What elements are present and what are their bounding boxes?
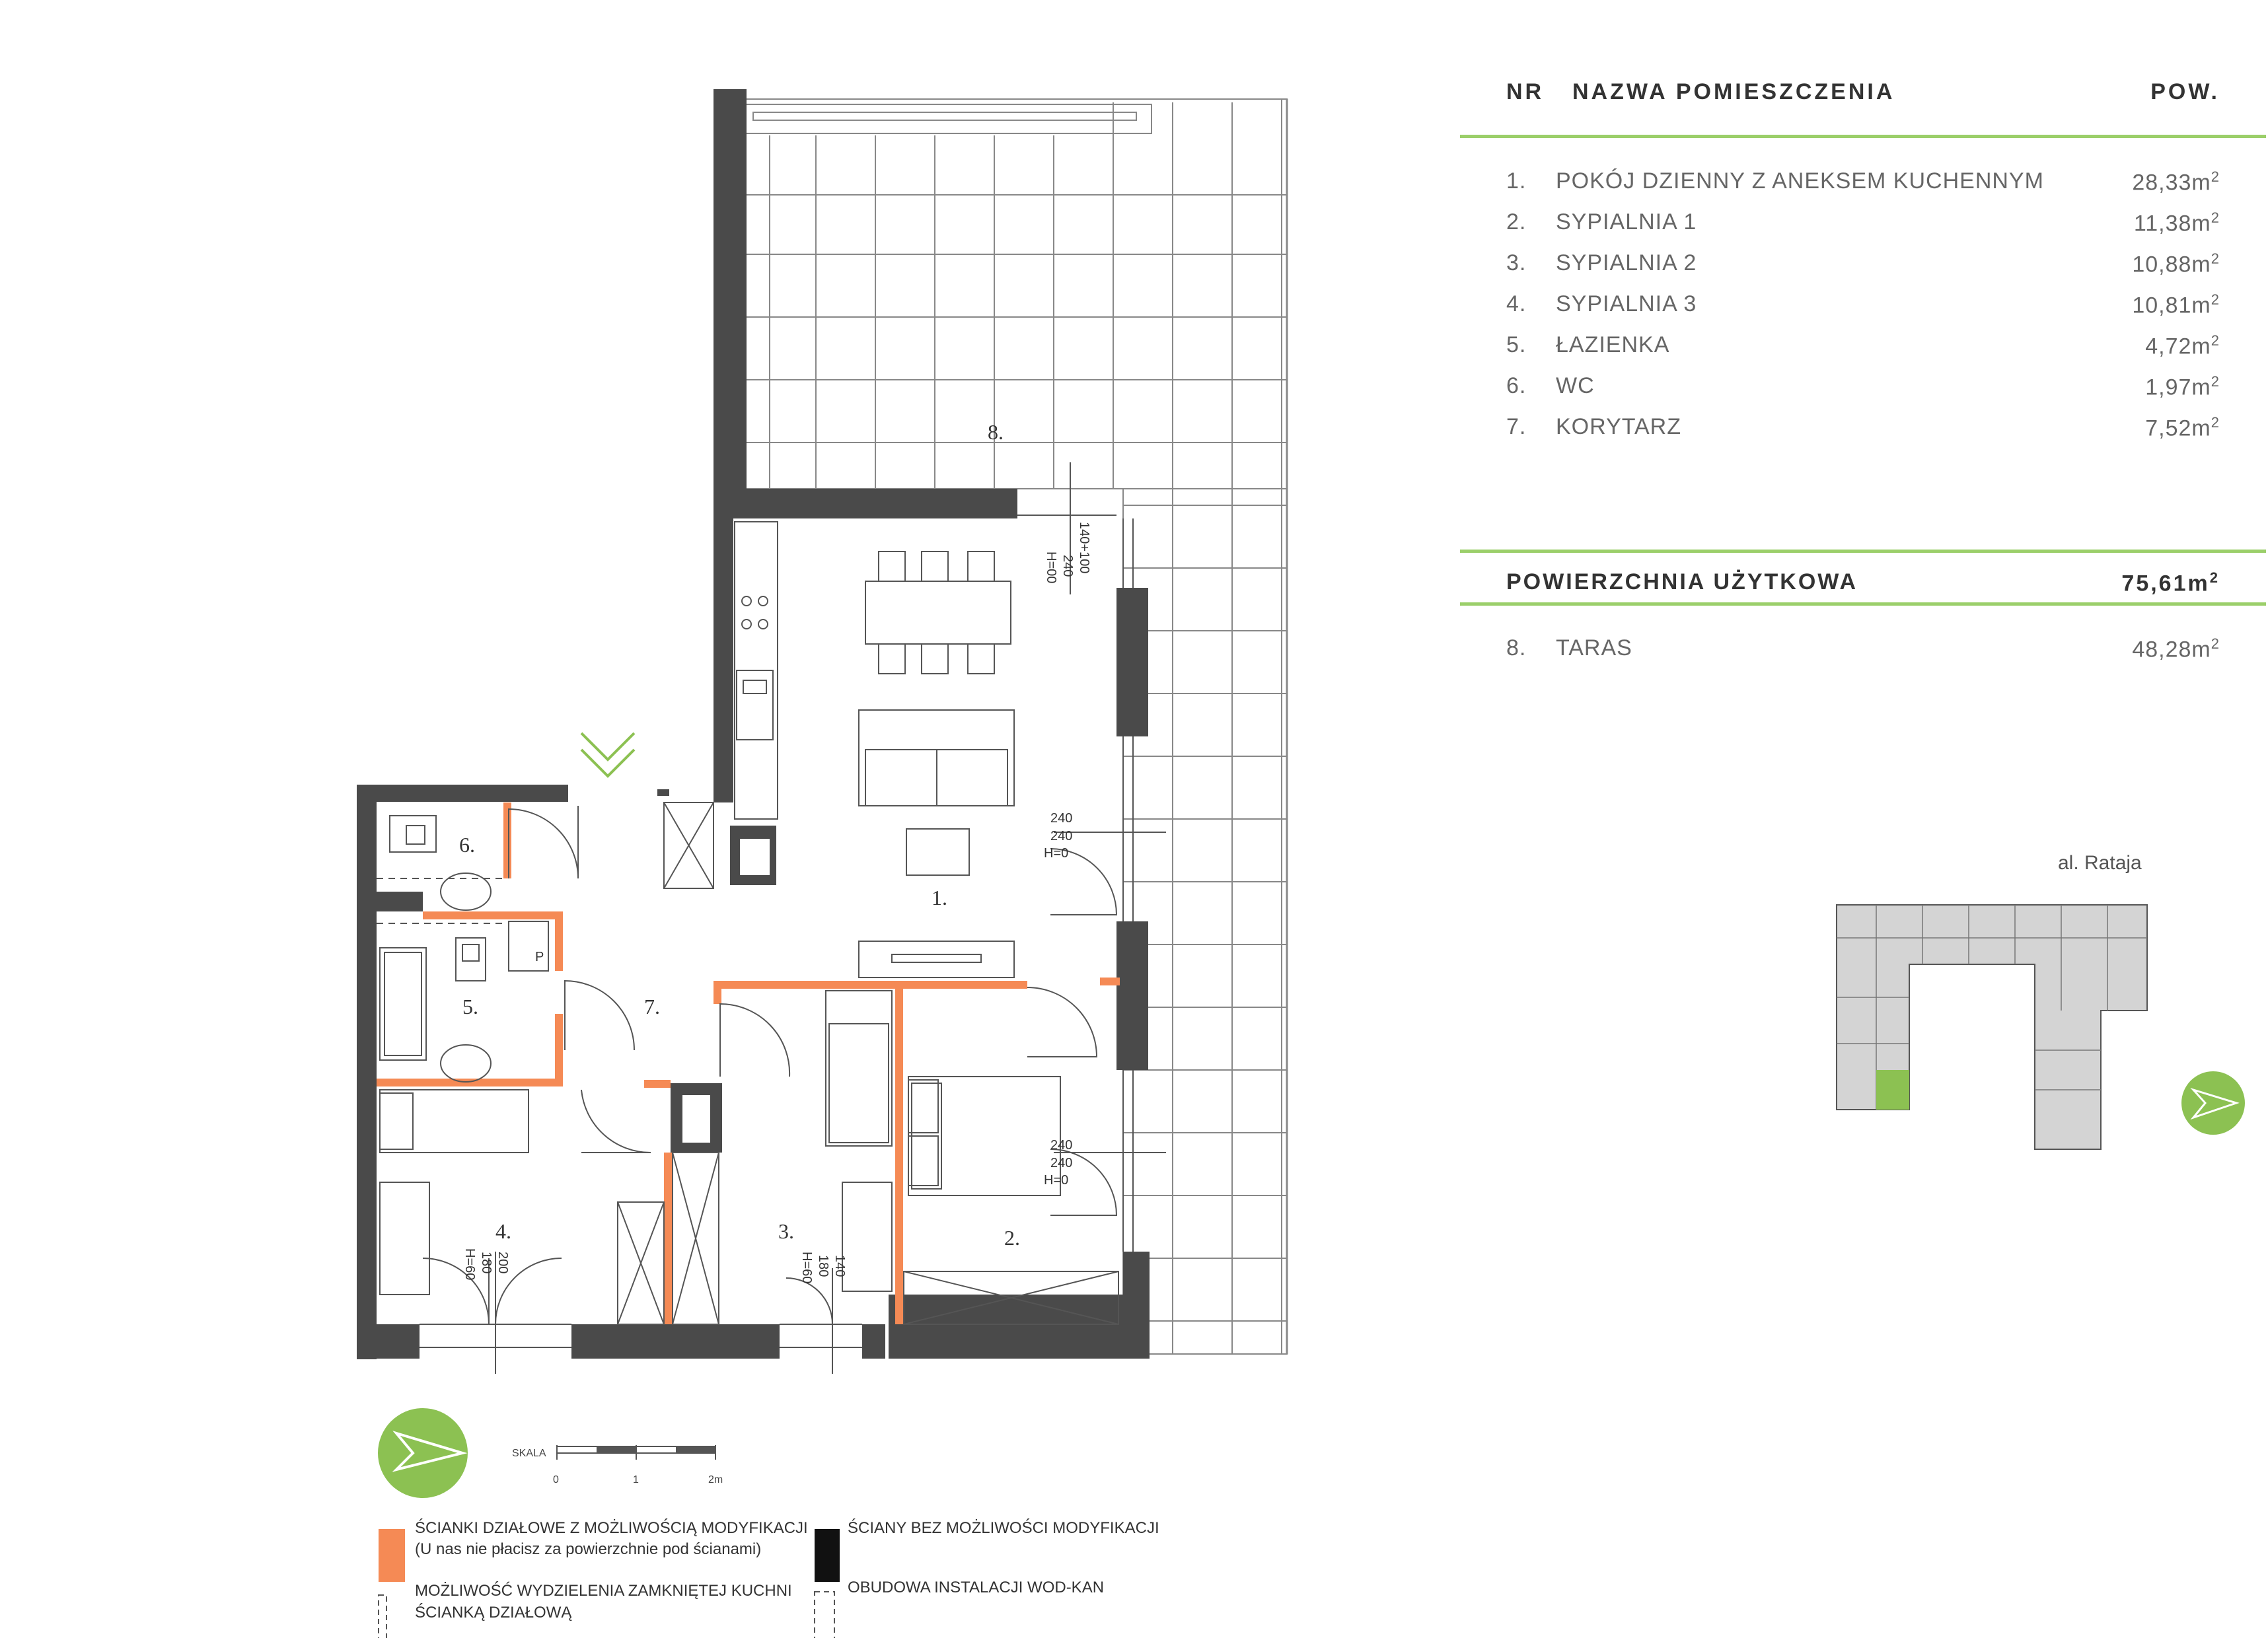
scale-tick-1: 1: [633, 1474, 639, 1485]
col-area: POW.: [2150, 79, 2220, 104]
table-row: 1. POKÓJ DZIENNY Z ANEKSEM KUCHENNYM 28,…: [1506, 168, 2220, 196]
table-row: 4. SYPIALNIA 3 10,81m2: [1506, 291, 2220, 318]
room-label-6: 6.: [459, 833, 475, 857]
window-dim-w3-a: 140+100: [1077, 522, 1091, 573]
header-divider: [1460, 135, 2266, 138]
col-name: NAZWA POMIESZCZENIA: [1572, 79, 1895, 104]
window-dim-w2-b: 240: [1050, 1156, 1072, 1170]
table-header: NR NAZWA POMIESZCZENIA POW.: [1460, 79, 2220, 119]
legend-black-text: ŚCIANY BEZ MOŻLIWOŚCI MODYFIKACJI: [848, 1519, 1159, 1537]
apartment-highlight: [1876, 1070, 1909, 1110]
scale-bar: [556, 1445, 716, 1460]
window-dim-w5-a: 140: [832, 1255, 847, 1277]
room-label-1: 1.: [932, 886, 947, 909]
room-label-5: 5.: [462, 995, 478, 1018]
table-row: 7. KORYTARZ 7,52m2: [1506, 414, 2220, 441]
legend-dashed-swatch: [378, 1594, 387, 1638]
legend-orange-swatch: [379, 1529, 405, 1582]
window-dim-w2-c: H=0: [1044, 1173, 1068, 1188]
window-dim-w1-b: 240: [1050, 829, 1072, 843]
window-dim-w3-b: 240: [1060, 555, 1075, 577]
window-dim-w1-a: 240: [1050, 811, 1072, 826]
window-dim-w4-a: 200: [495, 1252, 510, 1273]
window-dim-w3-c: H=00: [1044, 552, 1058, 583]
north-arrow-icon: [378, 1408, 468, 1498]
table-row: 6. WC 1,97m2: [1506, 373, 2220, 400]
floor-plan: 1. 2. 3. 4. 5. 6. 7. 8. P 240 240 H=0 24…: [357, 89, 1288, 1638]
key-plan: [1836, 904, 2148, 1150]
room-label-8: 8.: [988, 420, 1004, 444]
window-dim-w5-c: H=60: [799, 1252, 814, 1283]
room-label-4: 4.: [495, 1219, 511, 1243]
legend-dashed-text-1: MOŻLIWOŚĆ WYDZIELENIA ZAMKNIĘTEJ KUCHNI: [415, 1582, 792, 1600]
window-dim-w5-b: 180: [816, 1255, 830, 1277]
legend-wodkan-swatch: [814, 1591, 835, 1638]
legend-black-swatch: [815, 1529, 840, 1582]
structural-walls: [357, 89, 1150, 1359]
window-dim-w4-b: 180: [479, 1252, 494, 1273]
window-dim-w2-a: 240: [1050, 1138, 1072, 1153]
room-label-7: 7.: [644, 995, 660, 1018]
entrance-arrow-icon: [580, 732, 636, 778]
table-row: 2. SYPIALNIA 1 11,38m2: [1506, 209, 2220, 236]
terrace-tiles: [738, 98, 1288, 1355]
scale-label: SKALA: [512, 1448, 546, 1459]
total-divider-top: [1460, 550, 2266, 553]
total-row: POWIERZCHNIA UŻYTKOWA 75,61m2: [1506, 569, 2220, 596]
room-label-3: 3.: [778, 1219, 794, 1243]
appliance-label: P: [535, 950, 544, 964]
legend-orange-text-2: (U nas nie płacisz za powierzchnie pod ś…: [415, 1540, 762, 1558]
terrace-row: 8. TARAS 48,28m2: [1506, 635, 2220, 662]
partition-walls: [377, 802, 1120, 1324]
window-dim-w1-c: H=0: [1044, 846, 1068, 861]
legend-orange-text-1: ŚCIANKI DZIAŁOWE Z MOŻLIWOŚCIĄ MODYFIKAC…: [415, 1519, 808, 1537]
legend-wodkan-text: OBUDOWA INSTALACJI WOD-KAN: [848, 1579, 1105, 1596]
scale-tick-0: 0: [553, 1474, 559, 1485]
col-nr: NR: [1506, 79, 1545, 104]
legend-dashed-text-2: ŚCIANKĄ DZIAŁOWĄ: [415, 1604, 572, 1621]
scale-tick-2: 2m: [708, 1474, 723, 1485]
table-row: 5. ŁAZIENKA 4,72m2: [1506, 332, 2220, 359]
street-label: al. Rataja: [2058, 852, 2142, 874]
fixtures-and-doors: [377, 462, 1166, 1374]
window-dim-w4-c: H=60: [462, 1248, 477, 1280]
table-row: 3. SYPIALNIA 2 10,88m2: [1506, 250, 2220, 277]
total-divider-bottom: [1460, 602, 2266, 606]
key-plan-north-icon: [2181, 1071, 2245, 1135]
room-label-2: 2.: [1004, 1226, 1020, 1250]
